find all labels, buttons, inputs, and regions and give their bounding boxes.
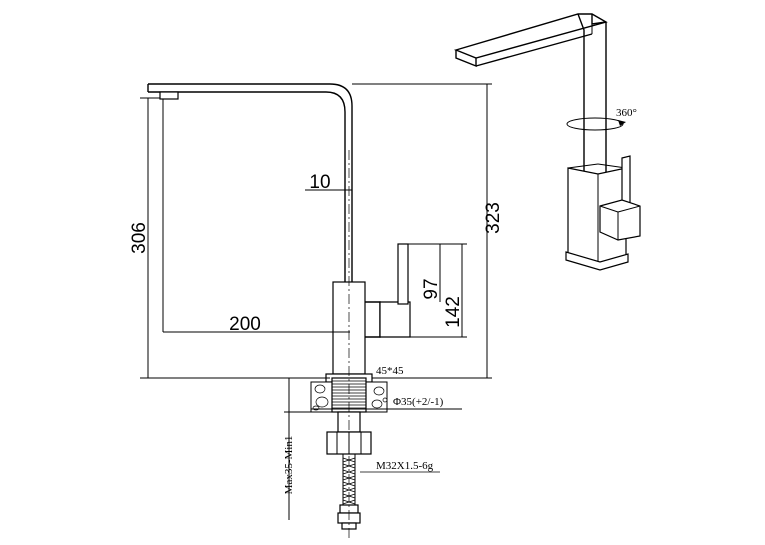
dim-total-height: 323 bbox=[483, 202, 504, 234]
label-washer: 45*45 bbox=[376, 365, 404, 377]
label-counter-thickness: Max35-Min1 bbox=[283, 436, 295, 495]
dim-spout-reach: 200 bbox=[229, 314, 261, 335]
label-thread: M32X1.5-6g bbox=[376, 460, 434, 472]
dim-lever-height: 97 bbox=[421, 278, 442, 299]
label-rotation: 360° bbox=[616, 107, 637, 119]
dim-body-height: 142 bbox=[443, 296, 464, 328]
dimension-lines bbox=[140, 83, 492, 540]
rotation-arrow-icon bbox=[566, 117, 624, 131]
label-hole-diameter: Φ35(+2/-1) bbox=[393, 396, 444, 408]
dim-spout-height: 306 bbox=[129, 222, 150, 254]
faucet-isometric-view bbox=[453, 13, 641, 271]
faucet-side-view bbox=[147, 83, 411, 383]
dim-tube-width: 10 bbox=[309, 172, 330, 193]
